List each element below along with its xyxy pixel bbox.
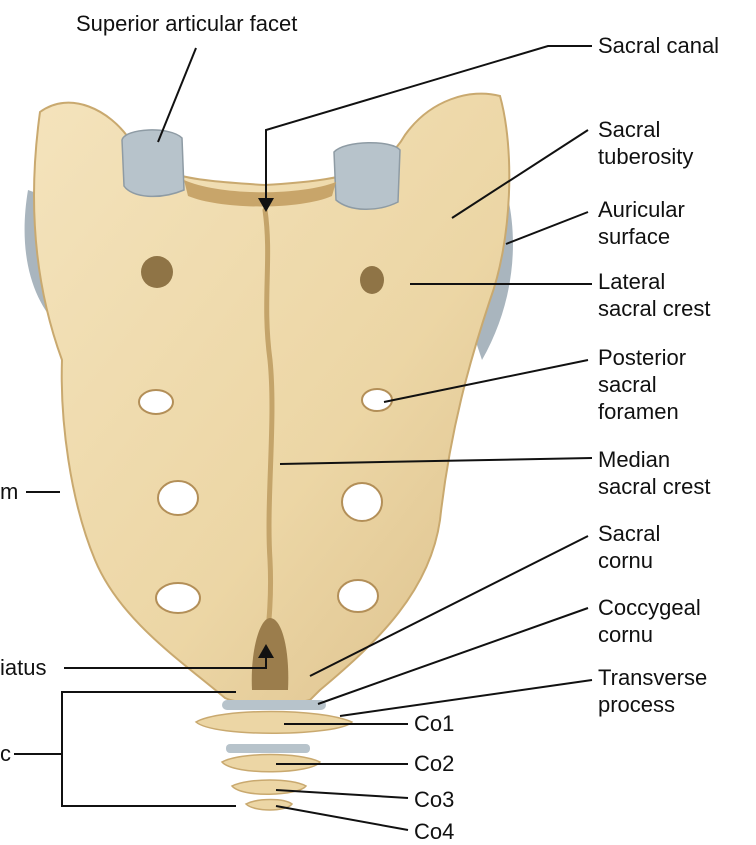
leader-co4 [276,806,408,830]
label-transverse-process-line1: Transverse [598,664,707,691]
foramen-2-left [139,390,173,414]
label-lateral-sacral-crest-line1: Lateral [598,268,710,295]
label-auricular-surface-line2: surface [598,223,685,250]
label-coccygeal-cornu: Coccygeal cornu [598,594,701,648]
label-co2: Co2 [414,750,454,777]
label-coccygeal-cornu-line1: Coccygeal [598,594,701,621]
label-lateral-sacral-crest: Lateral sacral crest [598,268,710,322]
label-transverse-process: Transverse process [598,664,707,718]
label-transverse-process-line2: process [598,691,707,718]
label-sacral-cornu: Sacral cornu [598,520,660,574]
label-sacral-tuberosity-line1: Sacral [598,116,693,143]
label-left-cut-1: m [0,478,18,505]
label-auricular-surface: Auricular surface [598,196,685,250]
label-lateral-sacral-crest-line2: sacral crest [598,295,710,322]
label-sacral-canal: Sacral canal [598,32,719,59]
label-sacral-hiatus: iatus [0,654,46,681]
foramen-1-left [141,256,173,288]
label-auricular-surface-line1: Auricular [598,196,685,223]
label-sacral-cornu-line1: Sacral [598,520,660,547]
coccyx-co1 [196,712,352,734]
leader-co3 [276,790,408,798]
label-sacral-tuberosity: Sacral tuberosity [598,116,693,170]
coccyx-disc-1 [222,700,326,710]
foramen-4-left [156,583,200,613]
right-superior-articular-facet [334,143,400,210]
coccyx-disc-2 [226,744,310,753]
label-posterior-sacral-foramen-line3: foramen [598,398,686,425]
leader-transverse-process [340,680,592,716]
foramen-1-right [360,266,384,294]
label-co4: Co4 [414,818,454,845]
foramen-3-right [342,483,382,521]
label-median-sacral-crest: Median sacral crest [598,446,710,500]
label-sacral-tuberosity-line2: tuberosity [598,143,693,170]
coccyx-bracket [62,692,236,806]
leader-superior-articular-facet [158,48,196,142]
label-left-cut-3: c [0,740,11,767]
left-superior-articular-facet [122,130,184,196]
label-median-sacral-crest-line1: Median [598,446,710,473]
label-sacral-cornu-line2: cornu [598,547,660,574]
label-posterior-sacral-foramen: Posterior sacral foramen [598,344,686,425]
foramen-3-left [158,481,198,515]
label-median-sacral-crest-line2: sacral crest [598,473,710,500]
label-posterior-sacral-foramen-line1: Posterior [598,344,686,371]
label-co1: Co1 [414,710,454,737]
label-co3: Co3 [414,786,454,813]
label-superior-articular-facet: Superior articular facet [76,10,297,37]
label-posterior-sacral-foramen-line2: sacral [598,371,686,398]
foramen-4-right [338,580,378,612]
foramen-2-right [362,389,392,411]
label-coccygeal-cornu-line2: cornu [598,621,701,648]
leader-auricular-surface [506,212,588,244]
